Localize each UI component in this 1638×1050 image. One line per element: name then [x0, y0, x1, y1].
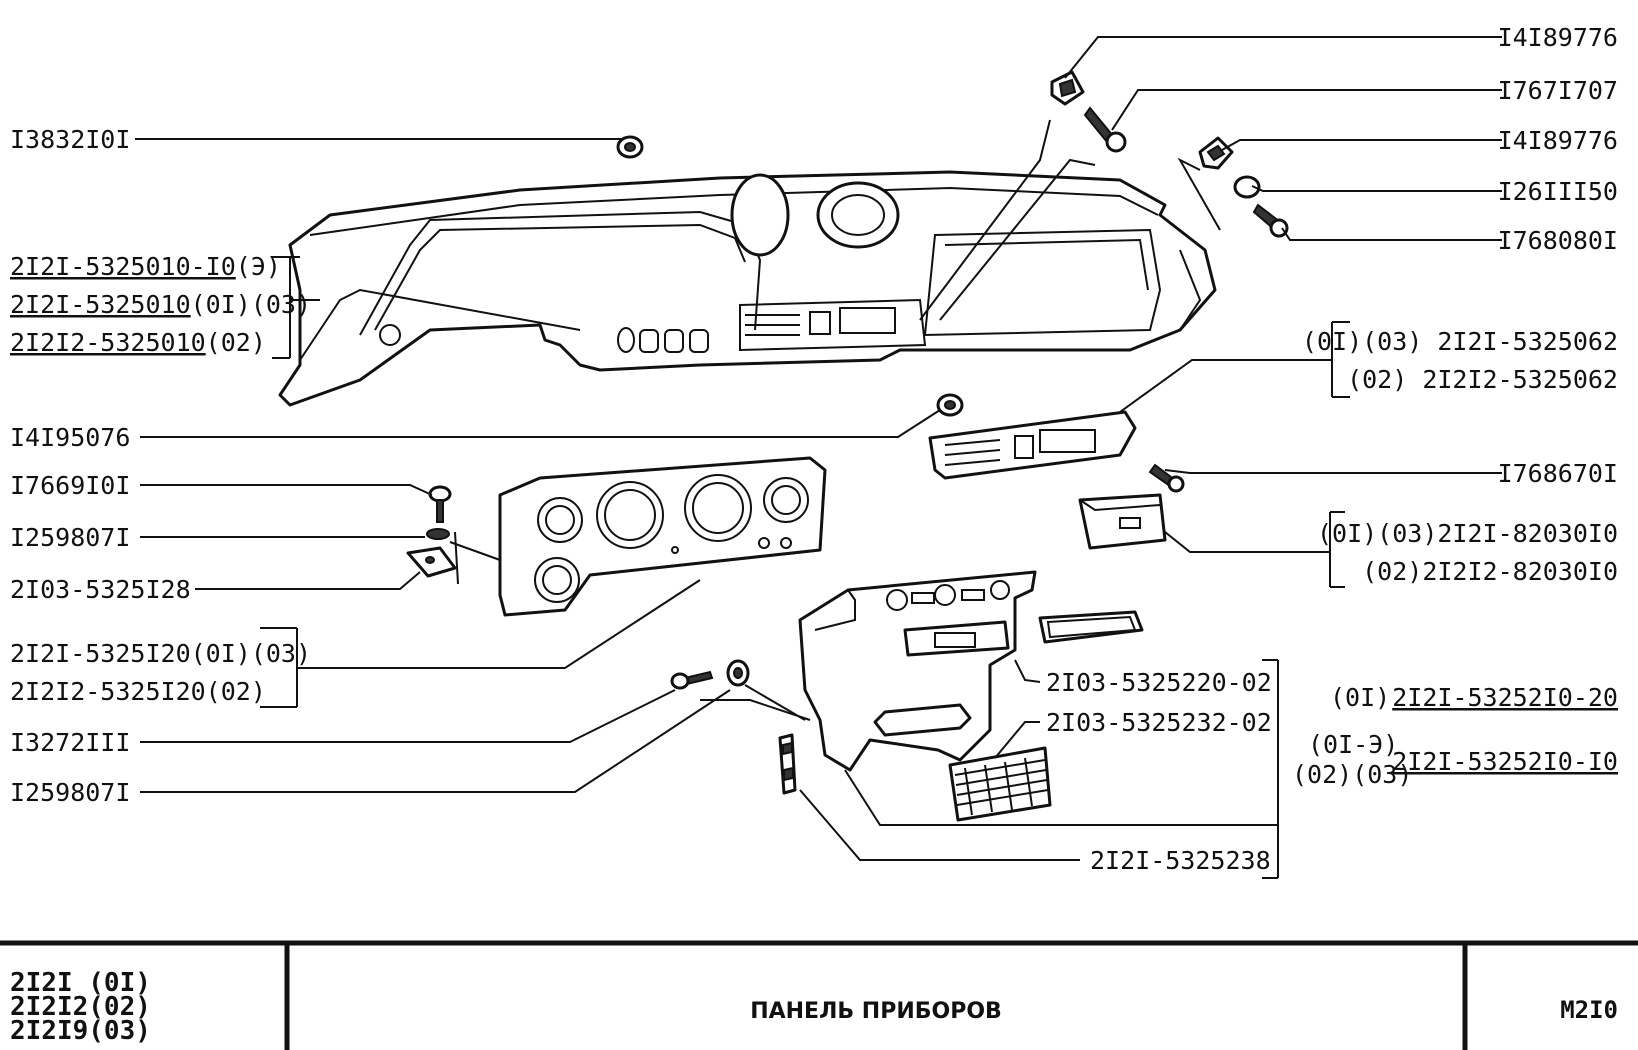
cluster-hardware-drawing — [406, 485, 457, 578]
sheet-number: М2I0 — [1560, 996, 1618, 1024]
title-block: 2I2I (0I) 2I2I2(02) 2I2I9(03) ПАНЕЛЬ ПРИ… — [0, 940, 1638, 1050]
label-2103-5325128: 2I03-5325I28 — [10, 575, 191, 604]
console-grille-drawing — [948, 746, 1052, 822]
label-panel-b: 2I2I-5325010(0I)(03) — [10, 290, 311, 319]
label-17680801: I768080I — [1498, 226, 1618, 255]
left-labels: I3832I0I 2I2I-5325010-I0(Э) 2I2I-5325010… — [10, 125, 311, 807]
console-frame-drawing — [1038, 610, 1144, 644]
label-console-b-mod-2: (02)(03) — [1292, 760, 1412, 789]
label-13272111: I3272III — [10, 728, 130, 757]
label-12598071: I259807I — [10, 523, 130, 552]
label-14195076: I4I95076 — [10, 423, 130, 452]
right-labels: I4I89776 I767I707 I4I89776 I26III50 I768… — [1046, 23, 1618, 875]
label-13832101: I3832I0I — [10, 125, 130, 154]
center-trim-drawing — [928, 410, 1185, 493]
label-17686701: I768670I — [1498, 459, 1618, 488]
console-bolt-drawing — [670, 659, 750, 690]
label-14189776-a: I4I89776 — [1498, 23, 1618, 52]
label-glove-b: (02) 2I2I2-5325062 — [1347, 365, 1618, 394]
console-bracket-drawing — [778, 733, 797, 795]
label-frame: 2I03-5325220-02 — [1046, 668, 1272, 697]
console-drawing — [798, 570, 1037, 772]
ashtray-drawing — [1078, 493, 1167, 550]
label-cluster-a: 2I2I-5325I20(0I)(03) — [10, 639, 311, 668]
cluster-drawing — [498, 456, 827, 617]
leader-lines — [135, 36, 1502, 879]
dashboard-panel-drawing — [278, 170, 1217, 407]
label-bracket: 2I2I-5325238 — [1090, 846, 1271, 875]
label-glove-a: (0I)(03) 2I2I-5325062 — [1302, 327, 1618, 356]
label-cluster-b: 2I2I2-5325I20(02) — [10, 677, 266, 706]
label-12598071-b: I259807I — [10, 778, 130, 807]
label-12611150: I26III50 — [1498, 177, 1618, 206]
label-console-b-mod-1: (0I-Э) — [1308, 730, 1398, 759]
label-console-b: 2I2I-53252I0-I0 — [1392, 747, 1618, 776]
label-grille: 2I03-5325232-02 — [1046, 708, 1272, 737]
model-code-3: 2I2I9(03) — [10, 1016, 151, 1046]
label-console-a: 2I2I-53252I0-20 — [1392, 683, 1618, 712]
label-ash-b: (02)2I2I2-82030I0 — [1362, 557, 1618, 586]
drawing-title: ПАНЕЛЬ ПРИБОРОВ — [750, 999, 1002, 1024]
model-code-1: 2I2I (0I) — [10, 968, 151, 998]
label-17671707: I767I707 — [1498, 76, 1618, 105]
label-panel-c: 2I2I2-5325010(02) — [10, 328, 266, 357]
hardware-drawings — [616, 70, 1289, 417]
label-console-a-mod: (0I) — [1330, 683, 1390, 712]
label-14189776-b: I4I89776 — [1498, 126, 1618, 155]
label-17669101: I7669I0I — [10, 471, 130, 500]
label-panel-a: 2I2I-5325010-I0(Э) — [10, 252, 281, 281]
model-code-2: 2I2I2(02) — [10, 992, 151, 1022]
label-ash-a: (0I)(03)2I2I-82030I0 — [1317, 519, 1618, 548]
